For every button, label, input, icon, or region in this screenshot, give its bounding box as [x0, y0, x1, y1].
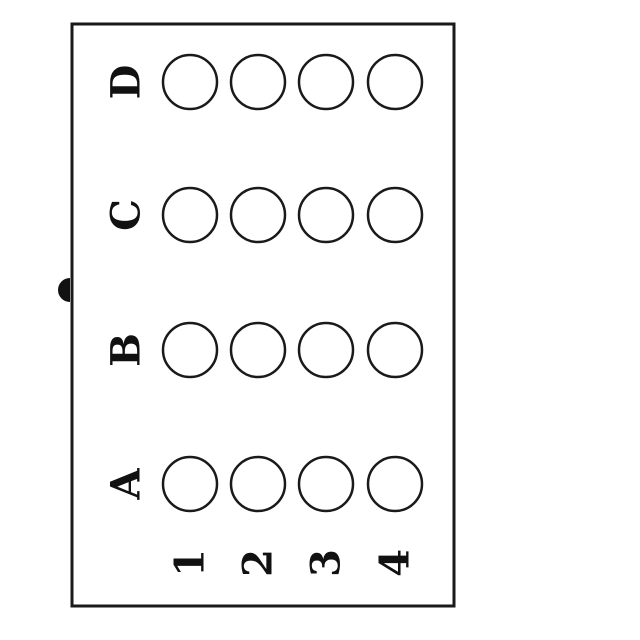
well-b1 [161, 321, 219, 379]
well-b3 [297, 321, 355, 379]
well-a3 [297, 455, 355, 513]
column-label-2: 2 [235, 549, 282, 577]
column-label-3: 3 [303, 549, 350, 577]
plate-frame [70, 22, 456, 608]
row-label-a: A [103, 468, 150, 501]
row-label-b: B [103, 333, 150, 367]
well-c4 [366, 186, 424, 244]
well-a4 [366, 455, 424, 513]
well-d3 [297, 53, 355, 111]
well-b4 [366, 321, 424, 379]
column-label-1: 1 [167, 549, 214, 577]
well-c1 [161, 186, 219, 244]
well-c3 [297, 186, 355, 244]
well-a1 [161, 455, 219, 513]
orientation-notch [58, 278, 70, 302]
row-label-c: C [103, 199, 150, 231]
row-label-d: D [103, 65, 150, 100]
well-b2 [229, 321, 287, 379]
well-d4 [366, 53, 424, 111]
well-a2 [229, 455, 287, 513]
well-d1 [161, 53, 219, 111]
well-c2 [229, 186, 287, 244]
well-d2 [229, 53, 287, 111]
column-label-4: 4 [372, 549, 419, 577]
